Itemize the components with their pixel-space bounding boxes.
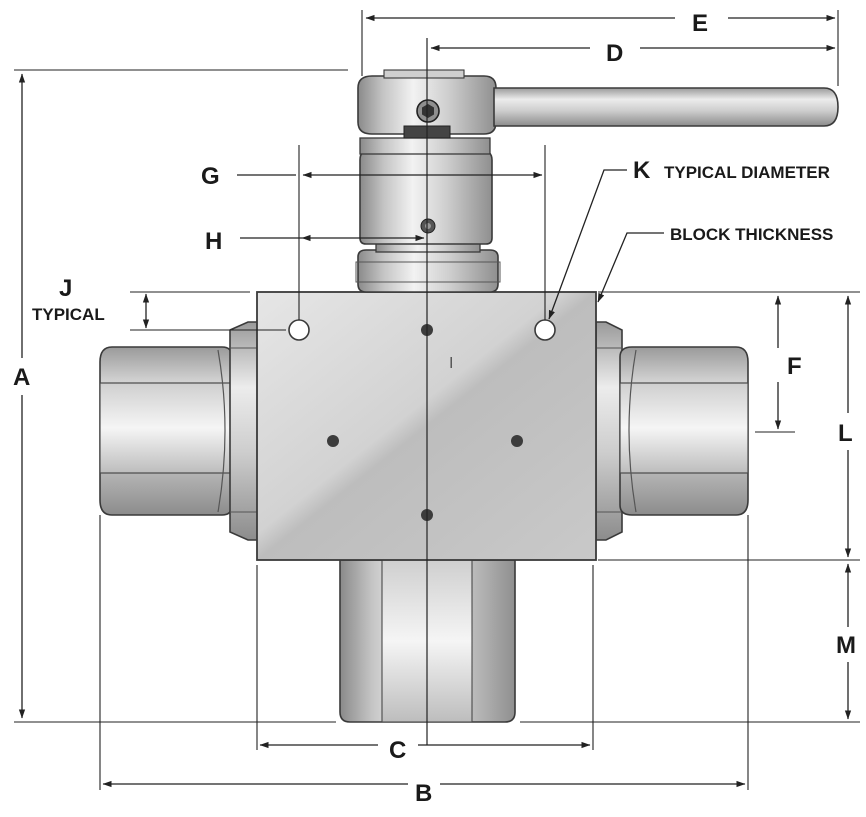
dimension-lines	[18, 14, 852, 788]
leader-block-thickness	[597, 232, 664, 303]
label-b: B	[415, 780, 432, 807]
label-g: G	[201, 163, 220, 190]
label-k: K	[633, 157, 651, 184]
note-block-thickness: BLOCK THICKNESS	[670, 225, 833, 244]
bonnet-nut	[355, 239, 501, 293]
label-l: L	[838, 420, 853, 447]
body-marking: I	[449, 355, 453, 372]
right-gland-collar	[595, 321, 623, 541]
handle-lever	[493, 87, 839, 127]
body-hole-right	[511, 435, 523, 447]
label-f: F	[787, 353, 802, 380]
mounting-hole-right	[534, 319, 556, 341]
label-m: M	[836, 632, 856, 659]
body-hole-left	[327, 435, 339, 447]
label-j: J	[59, 275, 72, 302]
mounting-hole-left	[288, 319, 310, 341]
dimension-labels: E D G H K TYPICAL DIAMETER BLOCK THICKNE…	[13, 10, 856, 807]
label-a: A	[13, 364, 30, 391]
label-c: C	[389, 737, 406, 764]
stem-housing	[359, 137, 493, 245]
note-k-typical-diameter: TYPICAL DIAMETER	[664, 163, 830, 182]
right-hex-nut	[619, 346, 749, 516]
label-h: H	[205, 228, 222, 255]
extension-lines	[14, 10, 860, 790]
label-e: E	[692, 10, 708, 37]
label-d: D	[606, 40, 623, 67]
leader-k	[548, 169, 627, 320]
left-hex-nut	[99, 346, 233, 516]
note-j-typical: TYPICAL	[32, 305, 105, 324]
left-gland-collar	[229, 321, 259, 541]
